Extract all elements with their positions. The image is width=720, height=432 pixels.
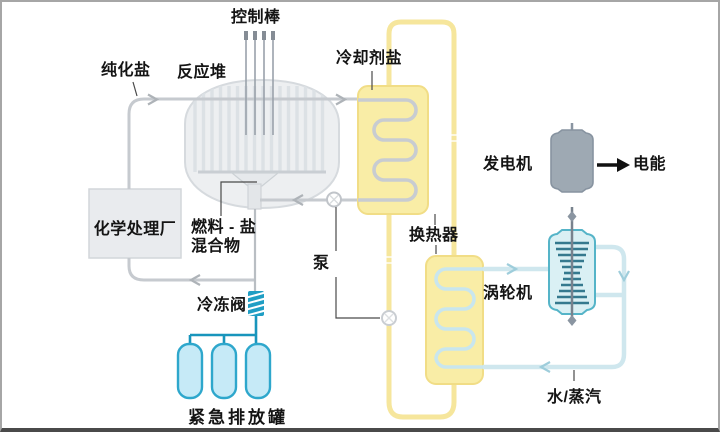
arrow-right-icon [147,93,160,106]
steam-return-pipe [483,244,627,370]
pump-impeller-icon [329,195,339,204]
label-water-steam: 水/蒸汽 [547,389,602,406]
label-reactor: 反应堆 [177,64,227,81]
chemical-plant-feed-pipe [127,258,255,282]
control-rods [244,31,275,135]
arrow-left-icon [188,274,201,286]
turbine-unit [548,207,596,326]
drain-stem [247,183,262,210]
arrow-right-icon [335,93,348,106]
label-coolant-salt: 冷却剂盐 [336,50,403,67]
label-pump: 泵 [313,255,330,272]
label-purified-salt: 纯化盐 [101,62,151,79]
arrow-left-icon [291,194,304,206]
freeze-valve-assembly [176,291,272,400]
label-freeze-valve: 冷冻阀 [197,297,247,314]
label-generator: 发电机 [483,156,533,173]
pump-impeller-icon [384,313,394,323]
electric-output-arrow [597,158,630,172]
label-fuel-salt-line1: 燃料 - 盐 [191,219,257,236]
label-emergency-drain-tanks: 紧急排放罐 [188,408,288,427]
label-electric-energy: 电能 [633,156,667,173]
fuel-flow-arrows [147,93,348,286]
label-turbine: 涡轮机 [483,285,533,302]
coolant-salt-loop-pipe [386,19,457,420]
drain-manifold-pipes [188,316,258,346]
freeze-valve-icon [248,291,264,316]
label-pointer-lines [132,71,575,381]
shaft-coupling-icon [567,211,577,222]
drain-tank [244,342,272,400]
pumps [326,191,397,326]
generator-unit [550,123,594,193]
arrow-right-icon [506,263,519,275]
label-control-rods: 控制棒 [231,9,281,26]
arrow-right-icon [617,158,630,172]
generator-vessel [550,129,594,193]
primary-hx-coil [358,98,418,202]
pipe-joint-ticks [384,134,459,264]
chemical-plant-box [88,188,182,259]
arrow-left-icon [538,361,551,373]
emergency-drain-tanks [176,342,272,400]
label-fuel-salt-line2: 混合物 [191,238,241,255]
arrow-down-icon [618,270,630,283]
shaft-end-icon [567,315,577,326]
steam-flow-arrows [506,263,630,373]
label-chemical-plant: 化学处理厂 [93,221,177,238]
purified-salt-pipe [127,97,358,189]
label-heat-exchanger: 换热器 [409,227,459,244]
drain-tank [176,342,204,400]
steam-generator-coil [434,267,483,369]
drain-tank [210,342,238,400]
